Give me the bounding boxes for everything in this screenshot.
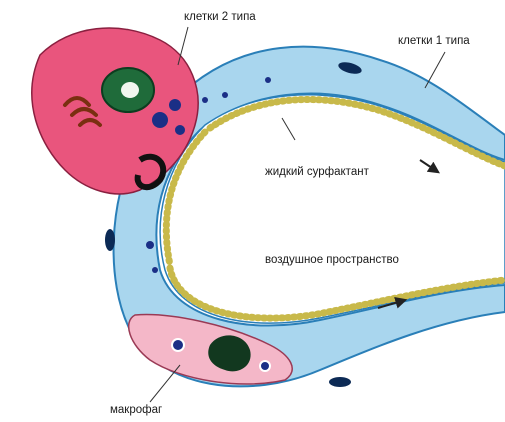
macrophage-vacuole [260,361,270,371]
type1-cell-nucleus [105,229,115,251]
lamellar-body [146,241,154,249]
leader-macrophage [150,365,180,402]
macrophage-vacuole [172,339,184,351]
lamellar-body [169,99,181,111]
lamellar-body [265,77,271,83]
label-type1-cells: клетки 1 типа [398,35,470,47]
type2-cell-nucleolus [121,82,139,98]
label-macrophage: макрофаг [110,404,162,416]
type1-cell-nucleus [329,377,351,387]
lamellar-body [175,125,185,135]
label-type2-cells: клетки 2 типа [184,11,256,23]
leader-type1 [425,52,445,88]
lamellar-body [152,267,158,273]
label-liquid-surfactant: жидкий сурфактант [265,166,370,178]
lamellar-body [222,92,228,98]
lamellar-body [202,97,208,103]
lamellar-body [152,112,168,128]
type2-cell [32,28,198,194]
label-air-space: воздушное пространство [265,254,399,266]
